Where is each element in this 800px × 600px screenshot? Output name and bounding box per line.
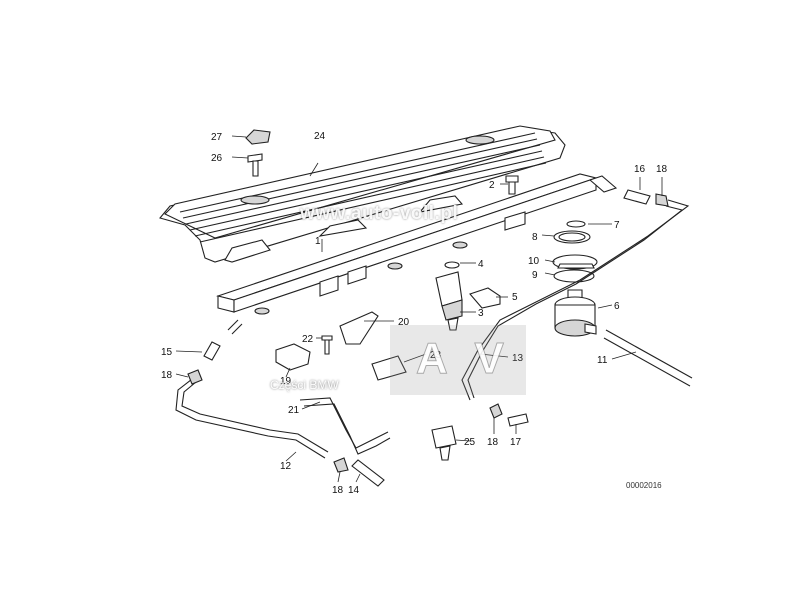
- label-1: 1: [315, 236, 321, 247]
- label-6: 6: [614, 301, 620, 312]
- label-8: 8: [532, 232, 538, 243]
- label-27: 27: [211, 132, 223, 143]
- clip-24-part: [431, 425, 457, 461]
- watermark-url: www.auto-voll.pl: [300, 203, 459, 224]
- engine-cover-part: [159, 125, 566, 263]
- label-2: 2: [489, 180, 495, 191]
- label-23: 23: [430, 350, 442, 361]
- label-25: 24: [314, 131, 326, 142]
- fuel-line-13-part: [461, 199, 690, 401]
- label-26: 26: [211, 153, 223, 164]
- part-labels: 24 1 27 26 2 4 3 5 7 8 10 9 6 11 13 16 1…: [161, 131, 668, 496]
- label-18-bottom: 18: [332, 485, 344, 496]
- label-24: 25: [464, 437, 476, 448]
- hose-14-part: [333, 457, 385, 487]
- watermark-logo: AV: [390, 325, 526, 395]
- leader-lines: [175, 135, 663, 483]
- brackets-part: [275, 311, 407, 455]
- label-18-right: 18: [487, 437, 499, 448]
- label-15: 15: [161, 347, 173, 358]
- hose-15-part: [187, 341, 221, 385]
- label-16: 16: [634, 164, 646, 175]
- label-21: 21: [288, 405, 300, 416]
- cap-screw-part: [245, 129, 271, 177]
- label-4: 4: [478, 259, 484, 270]
- label-20: 20: [398, 317, 410, 328]
- label-14: 14: [348, 485, 360, 496]
- label-5: 5: [512, 292, 518, 303]
- rings-part: [552, 220, 598, 283]
- label-9: 9: [532, 270, 538, 281]
- label-12: 12: [280, 461, 292, 472]
- drawing-code: 00002016: [626, 481, 662, 490]
- screw-part: [505, 175, 519, 195]
- label-19: 19: [280, 376, 292, 387]
- label-22: 22: [302, 334, 314, 345]
- injector-part: [435, 261, 463, 331]
- hose-11-part: [603, 329, 693, 387]
- clip-part: [469, 287, 501, 309]
- label-18-left: 18: [161, 370, 173, 381]
- hose-16-part: [623, 189, 669, 207]
- fuel-rail-part: [216, 173, 618, 315]
- pressure-regulator-part: [554, 289, 597, 337]
- label-18-top: 18: [656, 164, 668, 175]
- hose-17-part: [489, 403, 529, 427]
- watermark-letters: AV: [416, 334, 526, 383]
- label-10: 10: [528, 256, 540, 267]
- label-7: 7: [614, 220, 620, 231]
- label-13: 13: [512, 353, 524, 364]
- label-3: 3: [478, 308, 484, 319]
- watermark-caption: Części BMW: [270, 378, 339, 392]
- label-11: 11: [597, 355, 608, 366]
- label-17: 17: [510, 437, 522, 448]
- fuel-line-12-part: [175, 319, 329, 459]
